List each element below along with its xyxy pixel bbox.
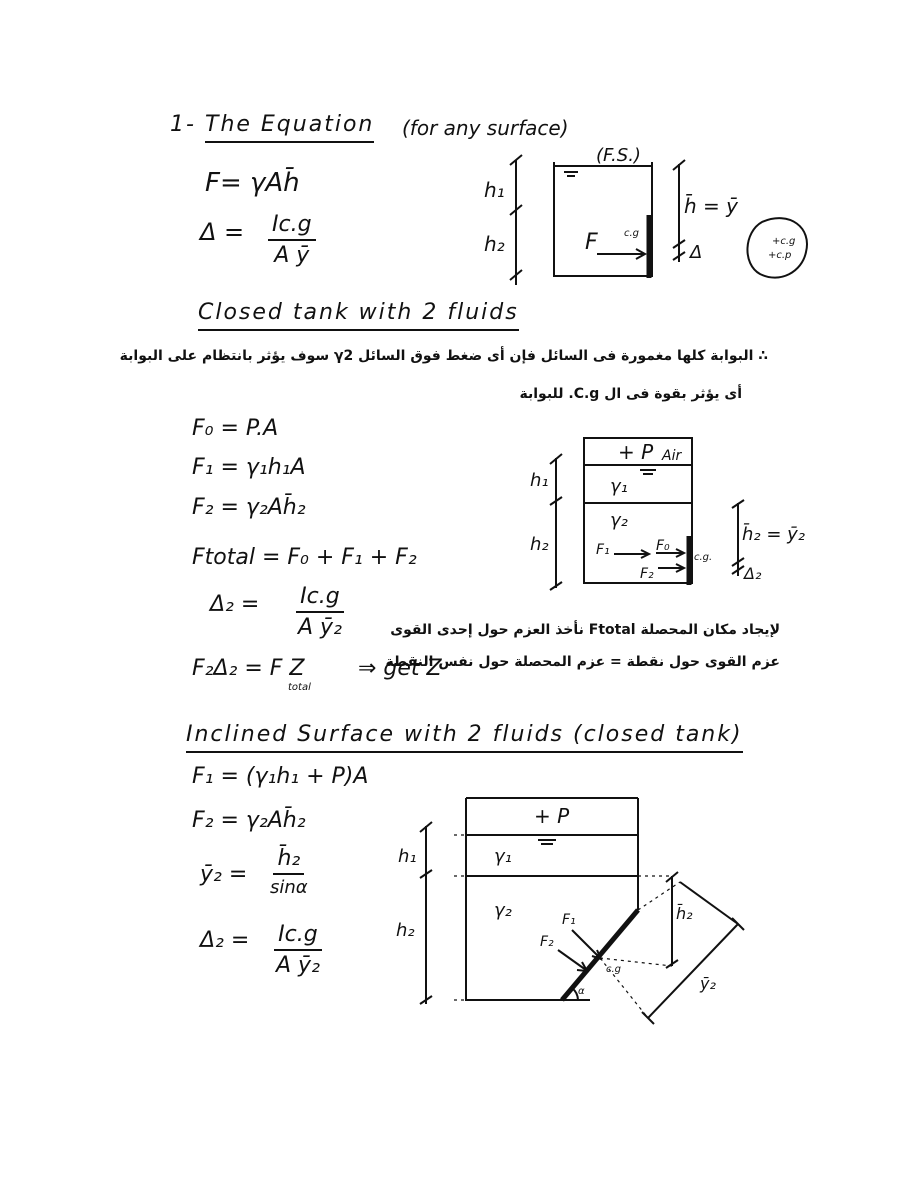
gamma1-label: γ₁ — [610, 476, 628, 497]
equation-delta2-lhs: Δ₂ = — [210, 592, 260, 617]
equation-y2-fraction: h̄₂ sinα — [266, 846, 312, 898]
y2bar-label: ȳ₂ — [700, 974, 716, 993]
f2-arrow-label: F₂ — [540, 934, 554, 950]
arabic-note-4: عزم القوى حول نقطة = عزم المحصلة حول نفس… — [385, 654, 780, 670]
free-surface-label: (F.S.) — [596, 145, 641, 166]
equation-moment-subscript: total — [288, 682, 311, 693]
h1-label: h₁ — [398, 846, 417, 867]
h2-label: h₂ — [484, 232, 505, 256]
section-note: (for any surface) — [402, 116, 569, 140]
pressure-label: + P — [534, 804, 570, 828]
equation-moment: F₂Δ₂ = F Z — [192, 656, 305, 681]
gamma2-label: γ₂ — [610, 510, 628, 531]
pressure-label: + P — [618, 440, 654, 464]
h2-label: h₂ — [396, 920, 415, 941]
delta2-label: Δ₂ — [744, 564, 762, 583]
equation-delta-lhs: Δ = — [200, 218, 245, 246]
equation-f0: F₀ = P.A — [192, 416, 279, 441]
h2-label: h₂ — [530, 534, 549, 555]
h2bar-label: h̄₂ — [676, 904, 693, 923]
equation-y2-lhs: ȳ₂ = — [200, 862, 248, 887]
fraction-numerator: Ic.g — [268, 212, 316, 241]
hbar-equals-ybar-label: h̄ = ȳ — [684, 194, 738, 218]
section-title-closed-tank: Closed tank with 2 fluids — [198, 300, 519, 331]
h1-label: h₁ — [484, 178, 505, 202]
f1-arrow-label: F₁ — [562, 912, 576, 928]
fraction-numerator: h̄₂ — [273, 846, 305, 875]
h2bar-equals-y2bar-label: h̄₂ = ȳ₂ — [742, 524, 806, 545]
f0-arrow-label: F₀ — [656, 538, 670, 554]
cg-label: c.g — [606, 964, 622, 975]
arabic-note-1: ∴ البوابة كلها مغمورة فى السائل فإن أى ض… — [119, 348, 768, 364]
arabic-note-3: لإيجاد مكان المحصلة Ftotal نأخذ العزم حو… — [390, 622, 780, 638]
blob-cp-label: +c.p — [768, 250, 792, 261]
fraction-denominator: A ȳ — [274, 243, 310, 268]
fraction-numerator: Ic.g — [296, 584, 344, 613]
get-z-label: ⇒ get Z — [358, 656, 442, 681]
equation-ftotal: Ftotal = F₀ + F₁ + F₂ — [192, 545, 417, 570]
cg-label: c.g — [624, 228, 640, 239]
gamma1-label: γ₁ — [494, 846, 512, 867]
gamma2-label: γ₂ — [494, 900, 512, 921]
blob-cg-label: +c.g — [772, 236, 796, 247]
f2-arrow-label: F₂ — [640, 566, 654, 582]
fraction-denominator: A ȳ₂ — [298, 615, 342, 640]
section-title-inclined: Inclined Surface with 2 fluids (closed t… — [186, 722, 743, 753]
fraction-denominator: sinα — [270, 877, 308, 898]
f1-arrow-label: F₁ — [596, 542, 610, 558]
section-number: 1- — [170, 112, 196, 137]
equation-inclined-delta2-fraction: Ic.g A ȳ₂ — [272, 922, 324, 978]
alpha-label: α — [578, 986, 585, 997]
equation-inclined-delta2-lhs: Δ₂ = — [200, 928, 250, 953]
equation-f1: F₁ = γ₁h₁A — [192, 455, 306, 480]
air-label: Air — [662, 448, 682, 464]
arabic-note-2: أى يؤثر بقوة فى ال C.g. للبوابة — [519, 386, 742, 402]
h1-label: h₁ — [530, 470, 549, 491]
cg-label: c.g. — [694, 552, 713, 563]
force-label: F — [585, 230, 598, 255]
fraction-denominator: A ȳ₂ — [276, 953, 320, 978]
equation-delta-fraction: Ic.g A ȳ — [268, 212, 316, 268]
equation-force: F= γAh̄ — [205, 168, 300, 198]
equation-inclined-f1: F₁ = (γ₁h₁ + P)A — [192, 764, 369, 789]
equation-delta2-fraction: Ic.g A ȳ₂ — [294, 584, 346, 640]
delta-label: Δ — [690, 242, 703, 263]
section-title-equation: The Equation — [205, 112, 375, 143]
equation-f2: F₂ = γ₂Ah̄₂ — [192, 495, 306, 520]
equation-inclined-f2: F₂ = γ₂Ah̄₂ — [192, 808, 306, 833]
fraction-numerator: Ic.g — [274, 922, 322, 951]
